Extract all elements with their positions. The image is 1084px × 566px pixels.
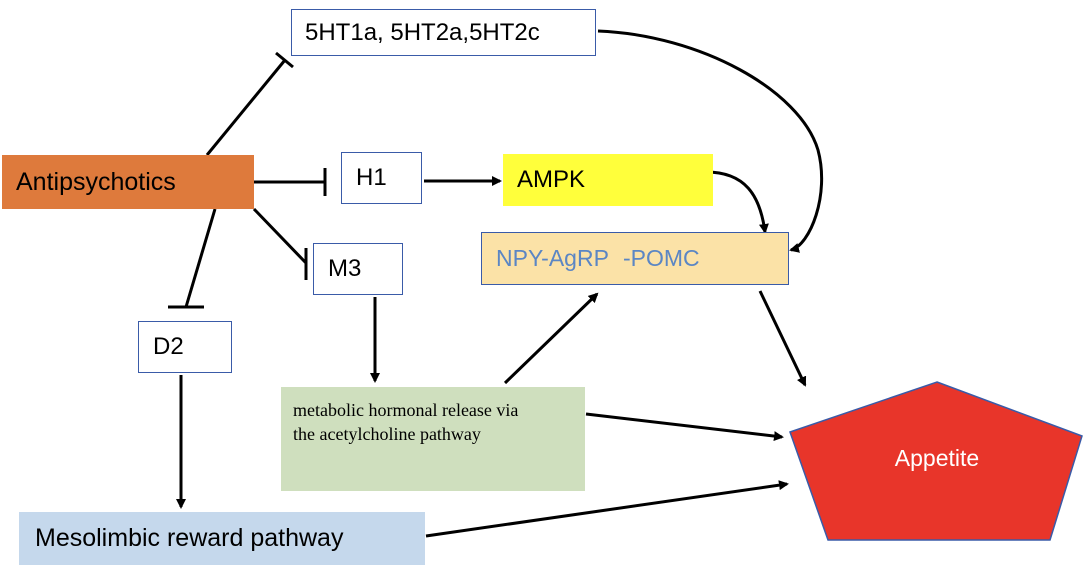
node-serotonin-receptors: 5HT1a, 5HT2a,5HT2c: [291, 9, 596, 56]
edge-antipsychotics-to-h1: [254, 168, 327, 196]
antipsychotics-label: Antipsychotics: [16, 167, 176, 196]
edge-mesolimbic-to-appetite: [425, 480, 789, 538]
node-npy-agrp-pomc: NPY-AgRP -POMC: [481, 232, 789, 285]
node-metabolic-release: metabolic hormonal release via the acety…: [281, 387, 585, 491]
edge-npy-to-appetite: [758, 290, 807, 387]
metabolic-label: metabolic hormonal release via the acety…: [293, 400, 519, 444]
ampk-label: AMPK: [517, 166, 586, 193]
edge-antipsychotics-to-m3: [252, 207, 308, 280]
node-m3: M3: [313, 243, 403, 295]
appetite-shape: [789, 381, 1083, 541]
edge-metabolic-to-appetite: [585, 412, 784, 442]
h1-label: H1: [356, 164, 387, 191]
serotonin-receptors-label: 5HT1a, 5HT2a,5HT2c: [305, 18, 540, 46]
node-antipsychotics: Antipsychotics: [2, 155, 254, 209]
pomc-label: -POMC: [622, 245, 700, 271]
edge-ampk-to-npy: [705, 170, 769, 234]
npy-agrp-label: NPY-AgRP: [496, 245, 609, 271]
mesolimbic-label: Mesolimbic reward pathway: [35, 524, 344, 552]
edge-antipsychotics-to-5ht: [205, 51, 294, 156]
node-d2: D2: [138, 321, 232, 373]
node-ampk: AMPK: [503, 154, 713, 206]
edge-antipsychotics-to-d2: [168, 208, 217, 309]
edge-metabolic-to-npy: [503, 292, 599, 385]
appetite-label: Appetite: [894, 445, 980, 471]
edge-5ht-to-npy: [597, 29, 824, 253]
node-mesolimbic: Mesolimbic reward pathway: [19, 512, 425, 565]
m3-label: M3: [328, 255, 362, 282]
d2-label: D2: [153, 333, 184, 360]
node-h1: H1: [341, 152, 422, 204]
